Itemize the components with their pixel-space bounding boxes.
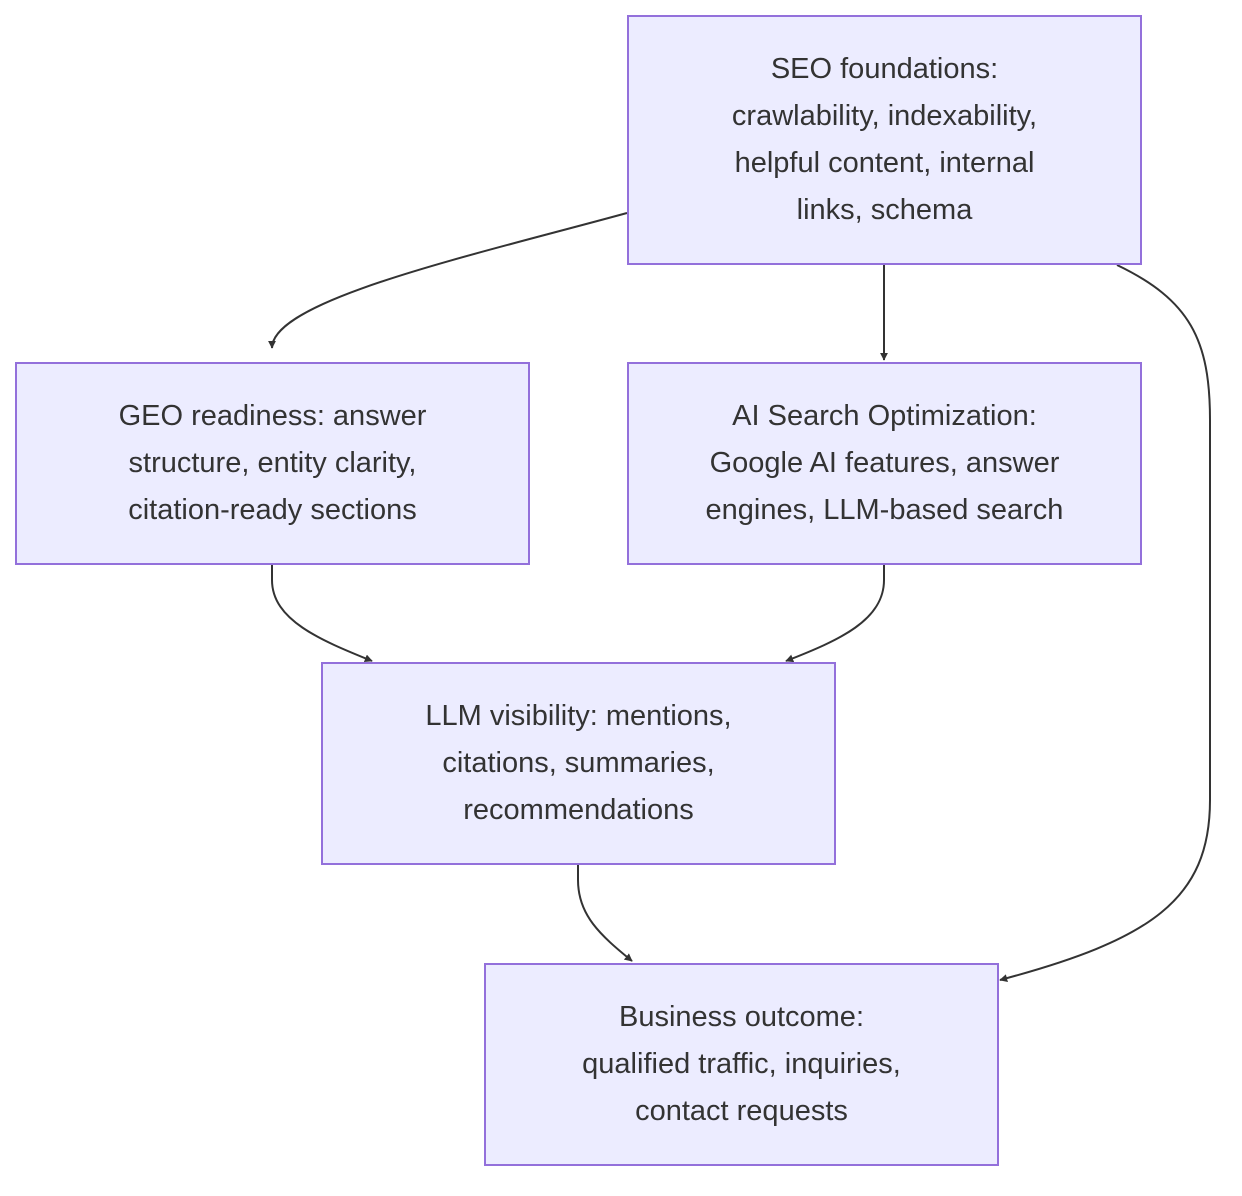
- edge-ai-to-llm: [785, 565, 885, 663]
- edge-llm-to-biz: [577, 865, 633, 962]
- node-seo-foundations-label: SEO foundations: crawlability, indexabil…: [731, 53, 1038, 226]
- node-llm-visibility-label: LLM visibility: mentions, citations, sum…: [425, 700, 732, 826]
- node-geo-readiness: GEO readiness: answer structure, entity …: [15, 362, 530, 565]
- node-business-outcome: Business outcome: qualified traffic, inq…: [484, 963, 999, 1166]
- node-llm-visibility: LLM visibility: mentions, citations, sum…: [321, 662, 836, 865]
- node-seo-foundations: SEO foundations: crawlability, indexabil…: [627, 15, 1142, 265]
- edge-geo-to-llm: [271, 565, 373, 663]
- node-geo-readiness-label: GEO readiness: answer structure, entity …: [118, 400, 427, 526]
- node-ai-search-optimization-label: AI Search Optimization: Google AI featur…: [705, 400, 1064, 526]
- node-business-outcome-label: Business outcome: qualified traffic, inq…: [582, 1001, 901, 1127]
- edge-seo-to-biz: [999, 264, 1211, 983]
- node-ai-search-optimization: AI Search Optimization: Google AI featur…: [627, 362, 1142, 565]
- edge-seo-to-geo: [268, 212, 628, 349]
